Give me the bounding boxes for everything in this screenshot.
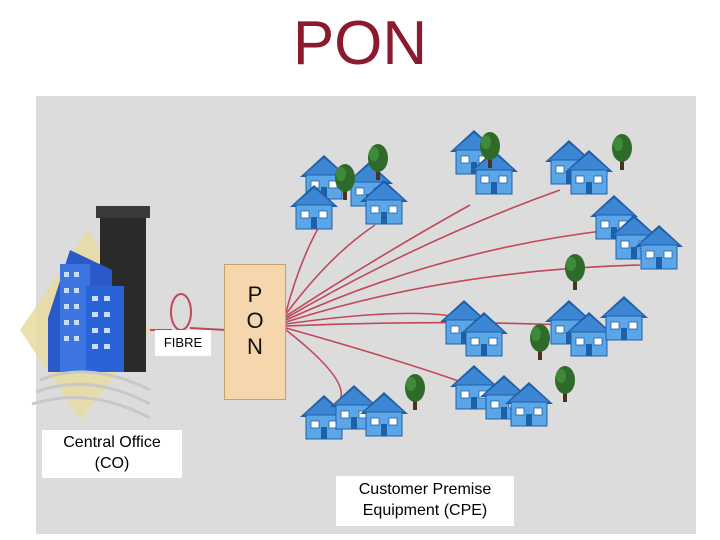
customer-premises: [289, 129, 684, 440]
tree-icon: [565, 254, 585, 290]
central-office-label: Central Office (CO): [42, 430, 182, 478]
central-office-label-line: Central Office: [63, 434, 161, 451]
fibre-label: FIBRE: [155, 330, 211, 356]
tree-icon: [405, 374, 425, 410]
tree-icon: [612, 134, 632, 170]
feeder-fibre: [150, 293, 227, 331]
page-title: PON: [292, 9, 428, 78]
splitter-letter: P: [247, 282, 263, 307]
office-building-icon: [20, 206, 151, 420]
central-office-label-line: (CO): [94, 455, 130, 472]
tree-icon: [555, 366, 575, 402]
distribution-fibres: [285, 189, 641, 401]
cpe-label-line: Equipment (CPE): [362, 502, 488, 519]
pon-splitter: [224, 264, 286, 400]
cpe-label: Customer Premise Equipment (CPE): [336, 476, 514, 526]
tree-icon: [530, 324, 550, 360]
pon-splitter-label: P O N: [224, 282, 286, 360]
cpe-label-line: Customer Premise: [358, 481, 492, 498]
splitter-letter: N: [247, 334, 263, 359]
splitter-letter: O: [246, 308, 264, 333]
house-icon: [599, 295, 649, 341]
